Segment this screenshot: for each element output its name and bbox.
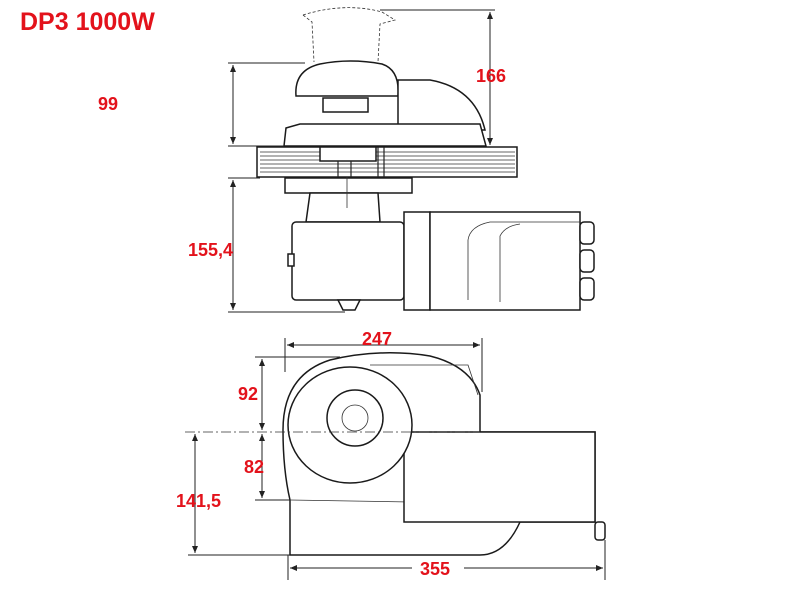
gypsy-shaft <box>326 389 384 447</box>
dim-99-label: 99 <box>98 94 118 114</box>
dim-247-label: 247 <box>362 329 392 349</box>
gypsy-collar <box>322 97 369 113</box>
dim-355-label: 355 <box>420 559 450 579</box>
cable-glands <box>579 221 595 301</box>
drain-plug <box>336 299 362 311</box>
capstan-outline-dashed <box>302 7 397 63</box>
dim-166-label: 166 <box>476 66 506 86</box>
windlass-cover <box>397 79 486 131</box>
deck-plank <box>256 146 518 178</box>
side-view: 166 99 155,4 <box>98 7 595 313</box>
top-motor <box>403 431 596 523</box>
gypsy-dome <box>295 60 399 97</box>
mounting-flange <box>284 177 413 194</box>
dim-155-4-label: 155,4 <box>188 240 233 260</box>
motor-housing <box>403 211 431 311</box>
dim-92-label: 92 <box>238 384 258 404</box>
product-title: DP3 1000W <box>20 8 155 36</box>
gearbox-neck <box>305 192 381 223</box>
dim-141-5-label: 141,5 <box>176 491 221 511</box>
windlass-base <box>283 123 487 147</box>
dim-82-label: 82 <box>244 457 264 477</box>
top-view: 247 92 82 141,5 355 <box>176 329 606 580</box>
gearbox-housing <box>291 221 405 301</box>
motor-body <box>429 211 581 311</box>
